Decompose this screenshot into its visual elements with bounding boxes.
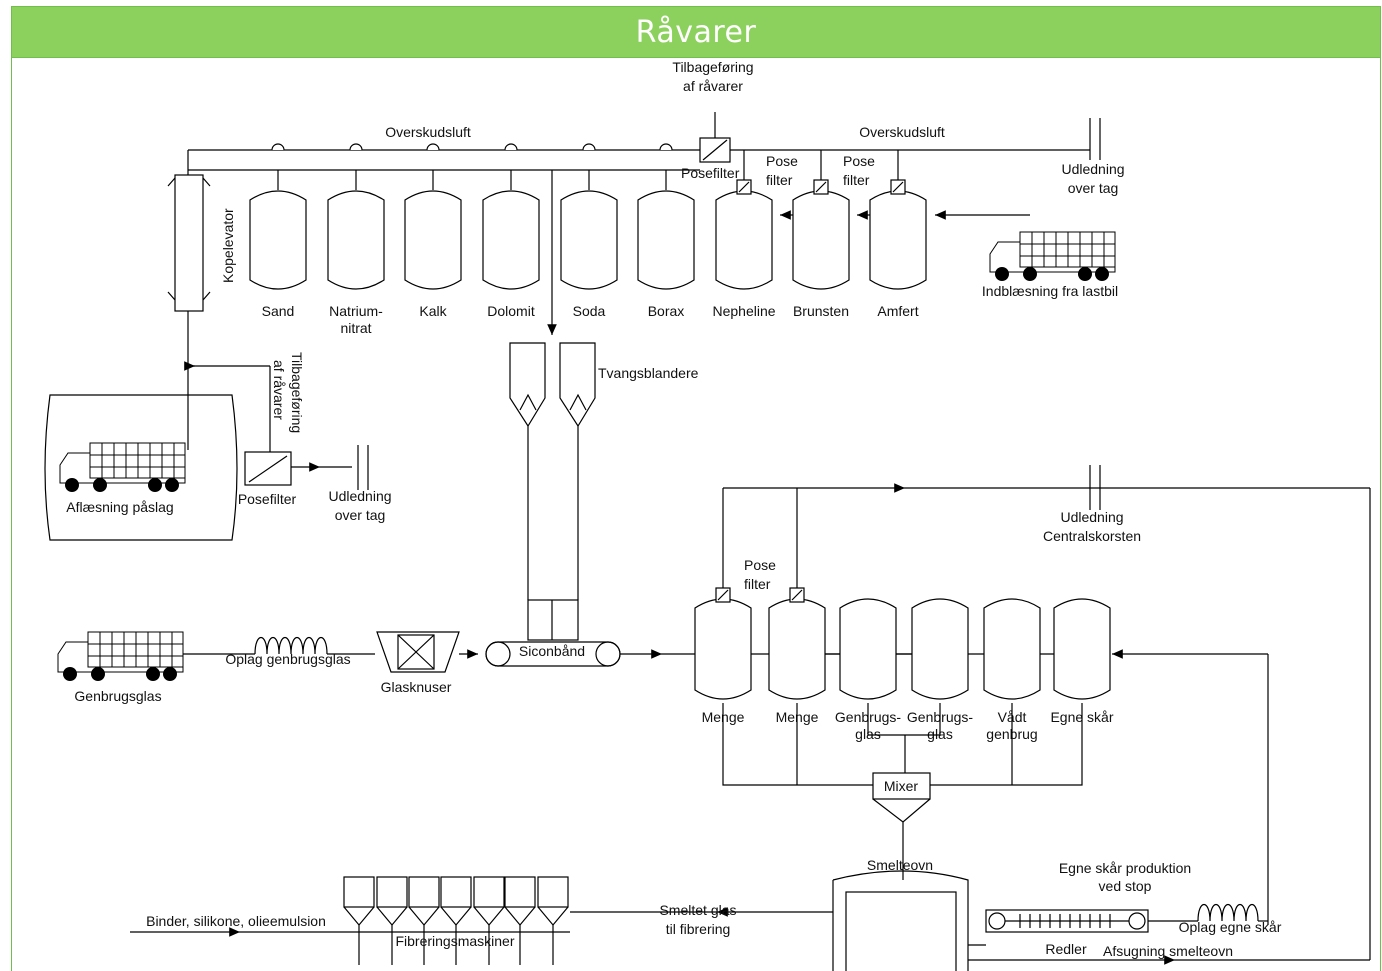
label-posefilter-left: Posefilter [238, 491, 297, 507]
label-egne-skaar-prod-b: ved stop [1099, 878, 1152, 894]
silo-label: Kalk [419, 303, 447, 319]
label-smelteovn: Smelteovn [867, 857, 933, 873]
silo-label: nitrat [340, 320, 371, 336]
truck-genbrugsglas [57, 631, 184, 682]
label-aflaesning: Aflæsning påslag [66, 499, 173, 515]
label-udledning-central-a: Udledning [1060, 509, 1123, 525]
silo-top: Amfert [869, 150, 927, 319]
label-egne-skaar-prod-a: Egne skår produktion [1059, 860, 1191, 876]
silo-top: Soda [560, 143, 618, 319]
label-binder: Binder, silikone, olieemulsion [146, 913, 326, 929]
label-mixer: Mixer [884, 778, 919, 794]
label-smeltet-glas-a: Smeltet glas [659, 902, 736, 918]
label-tilbagefoering-side-1: Tilbageføring [289, 352, 305, 433]
label-siconbaand: Siconbånd [519, 643, 585, 659]
title-bar: Råvarer [11, 6, 1381, 58]
silo-label: Dolomit [487, 303, 535, 319]
label-indblaesning: Indblæsning fra lastbil [982, 283, 1118, 299]
truck-aflaesning [59, 442, 186, 493]
fibrering-hopper [473, 876, 505, 965]
silo-top: Kalk [404, 143, 462, 319]
silo-label: Nepheline [712, 303, 775, 319]
page-title: Råvarer [635, 14, 757, 50]
silo-label: Soda [573, 303, 606, 319]
fibrering-hopper [504, 876, 536, 965]
label-overskudsluft-2: Overskudsluft [859, 124, 945, 140]
label-filter-2: filter [843, 172, 870, 188]
truck-indblaesning [989, 231, 1116, 282]
label-fibreringsmaskiner: Fibreringsmaskiner [395, 933, 514, 949]
silo-top: Sand [249, 143, 307, 319]
diagram-frame [11, 6, 1381, 971]
label-filter-1: filter [766, 172, 793, 188]
label-smeltet-glas-b: til fibrering [666, 921, 731, 937]
silo-label: Brunsten [793, 303, 849, 319]
label-pose-2: Pose [843, 153, 875, 169]
fibrering-hopper [343, 876, 375, 965]
label-pose-1: Pose [766, 153, 798, 169]
silo-top: Dolomit [482, 143, 540, 319]
silo-mid: Menge [694, 587, 752, 725]
label-udledning-2b: over tag [335, 507, 386, 523]
label-oplag-genbrugsglas: Oplag genbrugsglas [225, 651, 350, 667]
label-tilbagefoering-1: Tilbageføring [672, 59, 753, 75]
label-overskudsluft-1: Overskudsluft [385, 124, 471, 140]
label-tvangsblandere: Tvangsblandere [598, 365, 699, 381]
silo-label: Sand [262, 303, 295, 319]
silo-top: Brunsten [792, 150, 850, 319]
label-oplag-egne-skaar: Oplag egne skår [1179, 919, 1282, 935]
label-tilbagefoering-2: af råvarer [683, 78, 743, 94]
silo-mid: Egne skår [1050, 598, 1114, 725]
fibrering-hopper [408, 876, 440, 965]
label-redler: Redler [1045, 941, 1087, 957]
fibrering-hopper [537, 876, 569, 965]
label-glasknuser: Glasknuser [381, 679, 452, 695]
fibrering-hopper [376, 876, 408, 965]
label-tilbagefoering-side-2: af råvarer [271, 360, 287, 420]
silo-label: Amfert [877, 303, 918, 319]
label-posefilter-top: Posefilter [681, 165, 740, 181]
silo-top: Natrium-nitrat [327, 143, 385, 336]
label-afsugning: Afsugning smelteovn [1103, 943, 1233, 959]
silo-label: Natrium- [329, 303, 383, 319]
label-udledning-1a: Udledning [1061, 161, 1124, 177]
label-filter-mid: filter [744, 576, 771, 592]
fibrering-hopper [440, 876, 472, 965]
label-udledning-central-b: Centralskorsten [1043, 528, 1141, 544]
silo-top: Borax [637, 143, 695, 319]
silo-label: Borax [648, 303, 685, 319]
label-kopelevator: Kopelevator [220, 208, 236, 283]
silo-top: Nepheline [712, 150, 776, 319]
label-udledning-2a: Udledning [328, 488, 391, 504]
label-udledning-1b: over tag [1068, 180, 1119, 196]
label-genbrugsglas: Genbrugsglas [74, 688, 161, 704]
label-pose-mid: Pose [744, 557, 776, 573]
